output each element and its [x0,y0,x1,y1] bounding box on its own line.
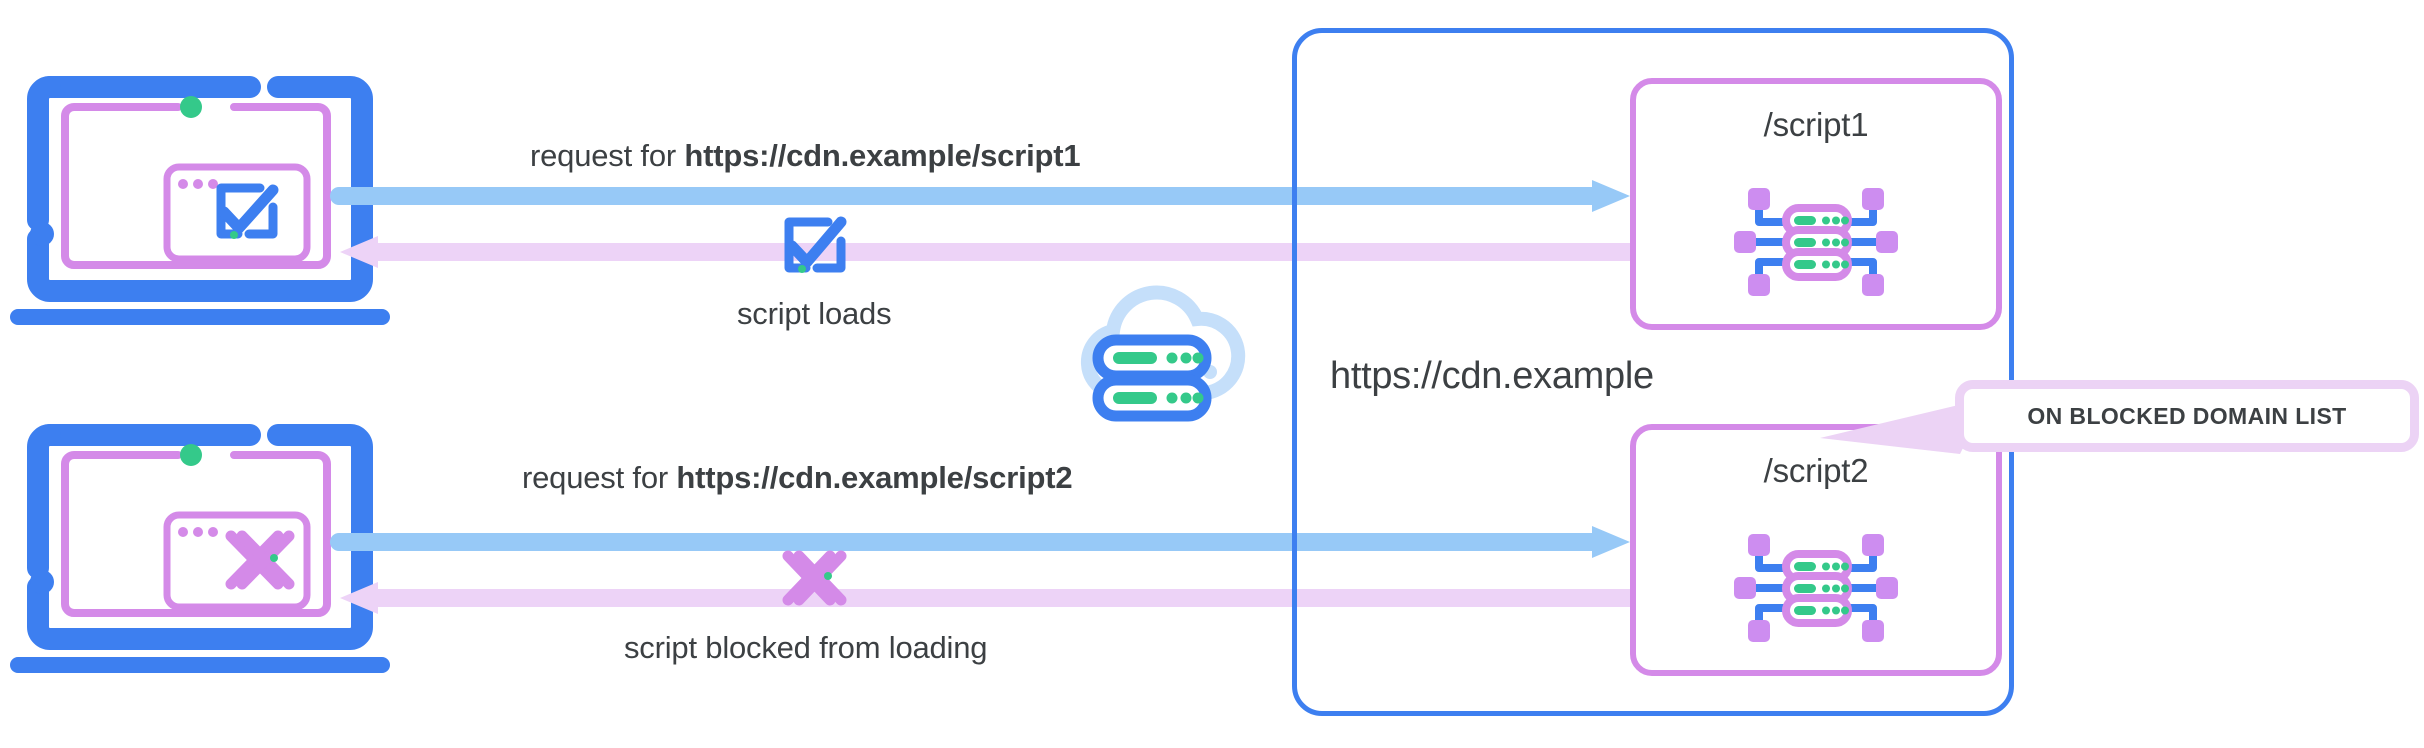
result-caption-script2: script blocked from loading [624,630,988,665]
resource-box-script2[interactable]: /script2 [1630,424,2002,676]
cdn-domain-label: https://cdn.example [1330,355,1654,397]
response-arrow-script2 [340,582,1640,614]
server-network-icon-2 [1726,524,1906,657]
request-arrow-script2 [330,526,1630,558]
result-caption-script1: script loads [737,296,892,331]
request-label-script1: request for https://cdn.example/script1 [530,138,1081,174]
server-network-icon [1734,188,1898,296]
request-label-prefix-1: request for [530,138,685,173]
resource-label-script2: /script2 [1763,452,1869,489]
client-laptop-blocked [10,408,390,683]
laptop-check-icon [10,76,390,325]
request-label-prefix-2: request for [522,460,677,495]
cloud-server-icon [1080,285,1246,422]
blocked-domain-callout[interactable]: ON BLOCKED DOMAIN LIST [1955,380,2419,452]
server-network-icon [1734,534,1898,642]
cdn-container [1292,28,2014,716]
resource-box-script1[interactable]: /script1 [1630,78,2002,330]
client-laptop-allowed [10,60,390,335]
server-network-icon-1 [1726,178,1906,311]
laptop-blocked-icon [10,424,390,673]
request-arrow-script1 [330,180,1630,212]
cross-x-icon [782,550,847,606]
check-square-icon [784,216,847,273]
response-arrow-script1 [340,236,1640,268]
result-icon-allowed [768,208,854,293]
request-label-script2: request for https://cdn.example/script2 [522,460,1073,496]
request-label-url-2: https://cdn.example/script2 [676,460,1073,495]
callout-pointer-icon [1820,398,1988,454]
resource-label-script1: /script1 [1763,106,1869,143]
cdn-cloud [1068,282,1253,427]
result-icon-blocked [768,540,854,625]
callout-label: ON BLOCKED DOMAIN LIST [2027,402,2347,429]
request-label-url-1: https://cdn.example/script1 [684,138,1081,173]
